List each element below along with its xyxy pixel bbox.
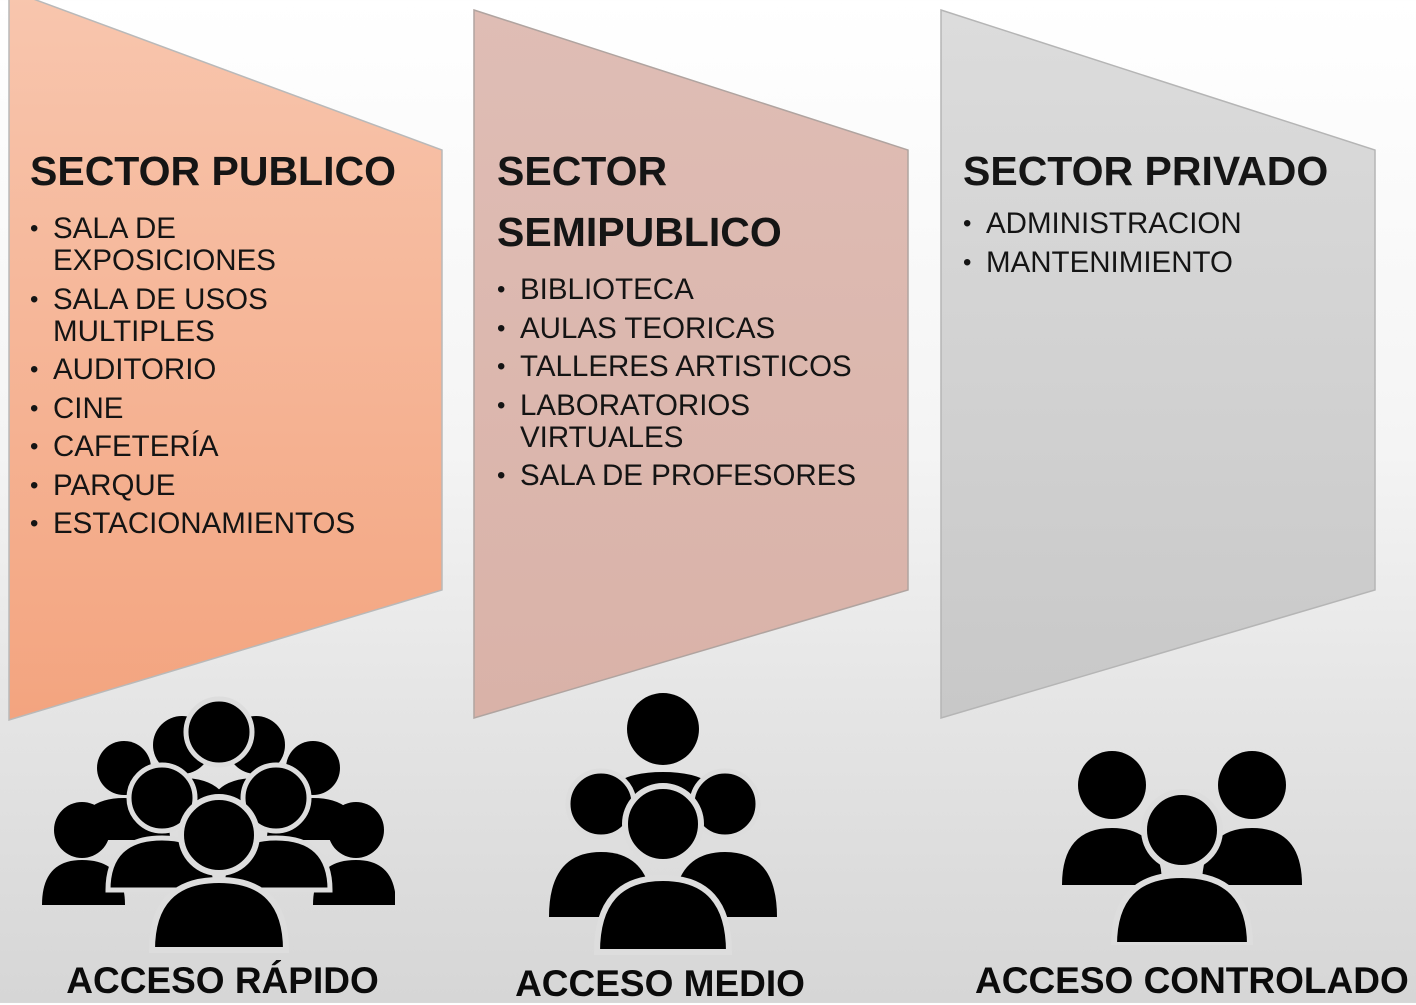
list-item: LABORATORIOS VIRTUALES <box>497 389 800 454</box>
list-item: SALA DE USOS MULTIPLES <box>30 283 303 348</box>
sector-semipublico-block: SECTOR SEMIPUBLICO BIBLIOTECA AULAS TEOR… <box>497 141 897 499</box>
list-item: BIBLIOTECA <box>497 274 897 307</box>
sector-title-line1: SECTOR <box>497 148 668 194</box>
sector-title-line2: SEMIPUBLICO <box>497 209 782 255</box>
sector-publico-block: SECTOR PUBLICO SALA DE EXPOSICIONES SALA… <box>30 141 435 547</box>
panel-privado <box>940 8 1376 720</box>
sector-items-list: BIBLIOTECA AULAS TEORICAS TALLERES ARTIS… <box>497 274 897 493</box>
list-item: SALA DE PROFESORES <box>497 460 897 493</box>
sector-privado-block: SECTOR PRIVADO ADMINISTRACION MANTENIMIE… <box>963 141 1368 285</box>
crowd-large-icon <box>42 696 395 953</box>
access-label-rapido: ACCESO RÁPIDO <box>66 960 379 1001</box>
list-item: SALA DE EXPOSICIONES <box>30 213 303 277</box>
sector-items-list: SALA DE EXPOSICIONES SALA DE USOS MULTIP… <box>30 213 435 541</box>
list-item: TALLERES ARTISTICOS <box>497 351 897 384</box>
list-item: ESTACIONAMIENTOS <box>30 508 435 541</box>
list-item: ADMINISTRACION <box>963 208 1368 241</box>
list-item: AUDITORIO <box>30 354 435 387</box>
crowd-small-icon <box>1062 751 1302 945</box>
list-item: AULAS TEORICAS <box>497 312 897 345</box>
list-item: CAFETERÍA <box>30 431 435 464</box>
sector-title: SECTOR PRIVADO <box>963 148 1329 194</box>
list-item: CINE <box>30 392 435 425</box>
list-item: PARQUE <box>30 469 435 502</box>
access-label-controlado: ACCESO CONTROLADO <box>975 960 1409 1001</box>
list-item: MANTENIMIENTO <box>963 246 1368 279</box>
access-label-medio: ACCESO MEDIO <box>515 963 805 1004</box>
sector-title: SECTOR PUBLICO <box>30 148 396 194</box>
sector-items-list: ADMINISTRACION MANTENIMIENTO <box>963 208 1368 279</box>
crowd-medium-icon <box>549 693 777 955</box>
